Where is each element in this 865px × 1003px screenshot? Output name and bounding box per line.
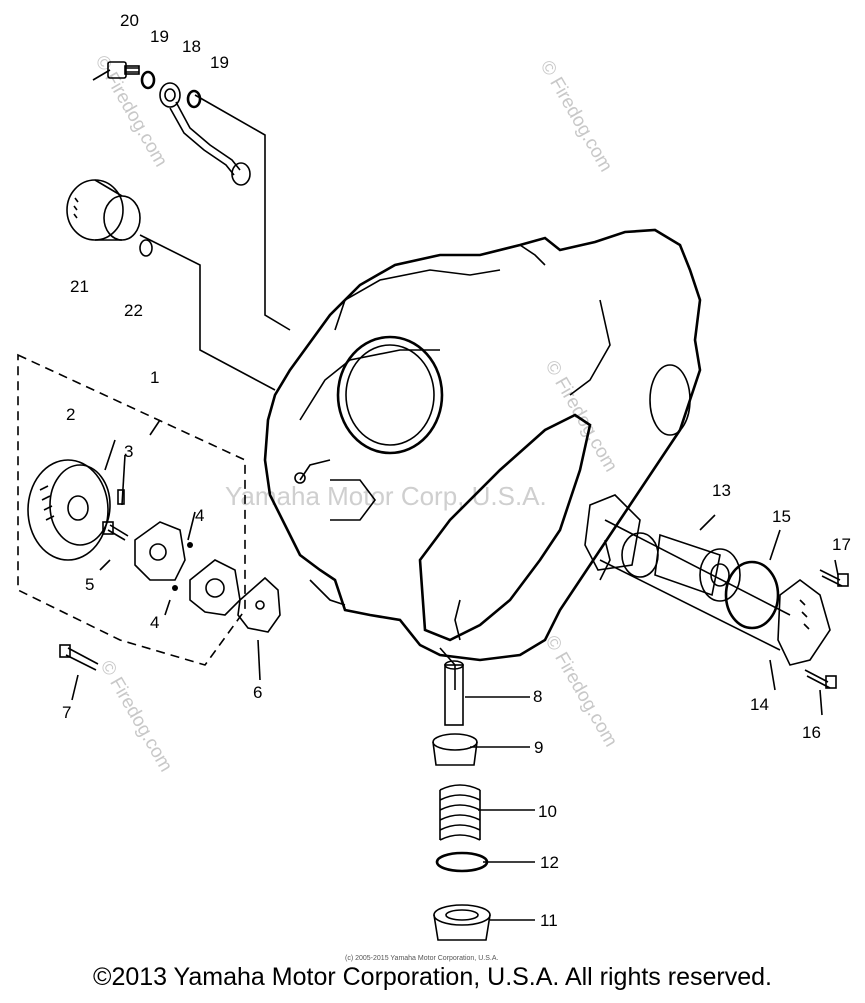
part-label-10: 10	[538, 802, 557, 821]
spring-10[interactable]	[439, 784, 481, 841]
part-label-21: 21	[70, 277, 89, 296]
dowel-pin-22[interactable]	[139, 239, 153, 257]
oil-filter-13[interactable]	[621, 532, 741, 602]
part-label-4b: 4	[150, 613, 159, 632]
part-label-6: 6	[253, 683, 262, 702]
part-labels: 20 19 18 19 21 22 1 2 3 4 4 5 6 7 8 9 10…	[62, 11, 851, 930]
o-ring-15[interactable]	[724, 560, 780, 630]
part-label-22: 22	[124, 301, 143, 320]
watermark-right-lower: © Firedog.com	[541, 632, 622, 751]
oil-pump-assembly-boundary	[17, 353, 246, 666]
watermark-left-lower: © Firedog.com	[96, 657, 177, 776]
leader-lines	[71, 69, 839, 921]
watermark-top-right: © Firedog.com	[536, 57, 617, 176]
part-label-5: 5	[85, 575, 94, 594]
watermark-layer: © Firedog.com © Firedog.com © Firedog.co…	[91, 52, 622, 776]
oil-pipe-18[interactable]	[159, 82, 251, 186]
part-label-8: 8	[533, 687, 542, 706]
oil-pump-drive-gear-21[interactable]	[66, 179, 141, 241]
watermark-mid-right: © Firedog.com	[541, 357, 622, 476]
filter-cover-14[interactable]	[777, 579, 831, 666]
part-label-18: 18	[182, 37, 201, 56]
dowel-4a[interactable]	[187, 542, 193, 548]
oil-pump-gear-2[interactable]	[27, 459, 111, 561]
oil-pump-housing[interactable]	[134, 521, 241, 616]
part-label-19a: 19	[150, 27, 169, 46]
pin-3[interactable]	[117, 489, 125, 505]
part-label-19b: 19	[210, 53, 229, 72]
watermark-center: Yamaha Motor Corp, U.S.A.	[225, 481, 547, 511]
screw-5[interactable]	[102, 521, 129, 541]
part-label-17: 17	[832, 535, 851, 554]
part-label-15: 15	[772, 507, 791, 526]
bolt-16[interactable]	[804, 669, 837, 689]
bolt-20[interactable]	[107, 61, 140, 79]
part-label-12: 12	[540, 853, 559, 872]
plug-9[interactable]	[432, 733, 478, 766]
part-label-14: 14	[750, 695, 769, 714]
strainer-8[interactable]	[444, 660, 464, 726]
bolt-17[interactable]	[819, 569, 849, 587]
part-label-7: 7	[62, 703, 71, 722]
copyright-notice: ©2013 Yamaha Motor Corporation, U.S.A. A…	[93, 963, 772, 991]
part-label-2: 2	[66, 405, 75, 424]
bolt-7[interactable]	[59, 644, 99, 671]
part-label-9: 9	[534, 738, 543, 757]
washer-19b[interactable]	[186, 89, 202, 109]
drain-cap-11[interactable]	[433, 904, 491, 941]
watermark-top-left: © Firedog.com	[91, 52, 172, 171]
crankcase-cover	[263, 228, 702, 662]
part-label-11: 11	[540, 911, 558, 930]
part-label-20: 20	[120, 11, 139, 30]
gasket-6[interactable]	[237, 576, 281, 633]
part-label-16: 16	[802, 723, 821, 742]
filter-gasket	[584, 494, 641, 571]
part-label-1: 1	[150, 368, 159, 387]
washer-19a[interactable]	[140, 70, 156, 90]
part-label-13: 13	[712, 481, 731, 500]
part-label-3: 3	[124, 442, 133, 461]
small-print: (c) 2005-2015 Yamaha Motor Corporation, …	[345, 955, 498, 962]
o-ring-12[interactable]	[435, 851, 489, 873]
part-label-4a: 4	[195, 506, 204, 525]
dowel-4b[interactable]	[172, 585, 178, 591]
